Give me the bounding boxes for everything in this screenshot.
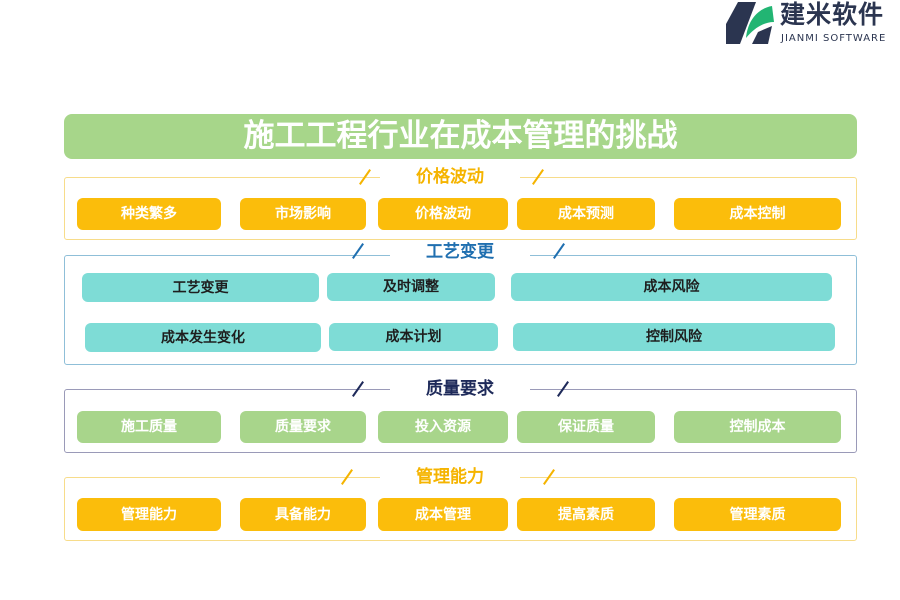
item-button[interactable]: 质量要求 <box>240 411 366 443</box>
page-title: 施工工程行业在成本管理的挑战 <box>64 114 857 159</box>
item-button[interactable]: 工艺变更 <box>82 273 319 302</box>
item-button[interactable]: 市场影响 <box>240 198 366 230</box>
section-title: 价格波动 <box>380 166 520 188</box>
item-button[interactable]: 具备能力 <box>240 498 366 531</box>
item-button[interactable]: 成本预测 <box>517 198 655 230</box>
section-title: 质量要求 <box>390 378 530 400</box>
item-button[interactable]: 种类繁多 <box>77 198 221 230</box>
item-button[interactable]: 成本发生变化 <box>85 323 321 352</box>
item-button[interactable]: 投入资源 <box>378 411 508 443</box>
logo-text-en: JIANMI SOFTWARE <box>781 33 887 44</box>
item-button[interactable]: 控制风险 <box>513 323 835 351</box>
item-button[interactable]: 成本计划 <box>329 323 498 351</box>
item-button[interactable]: 管理素质 <box>674 498 841 531</box>
item-button[interactable]: 控制成本 <box>674 411 841 443</box>
item-button[interactable]: 成本控制 <box>674 198 841 230</box>
item-button[interactable]: 价格波动 <box>378 198 508 230</box>
item-button[interactable]: 及时调整 <box>327 273 495 301</box>
section-title: 工艺变更 <box>390 241 530 263</box>
item-button[interactable]: 管理能力 <box>77 498 221 531</box>
section-title: 管理能力 <box>380 466 520 488</box>
item-button[interactable]: 提高素质 <box>517 498 655 531</box>
item-button[interactable]: 成本管理 <box>378 498 508 531</box>
logo-text-cn: 建米软件 <box>780 0 885 29</box>
item-button[interactable]: 施工质量 <box>77 411 221 443</box>
item-button[interactable]: 保证质量 <box>517 411 655 443</box>
item-button[interactable]: 成本风险 <box>511 273 832 301</box>
jianmi-logo-icon <box>726 2 774 44</box>
